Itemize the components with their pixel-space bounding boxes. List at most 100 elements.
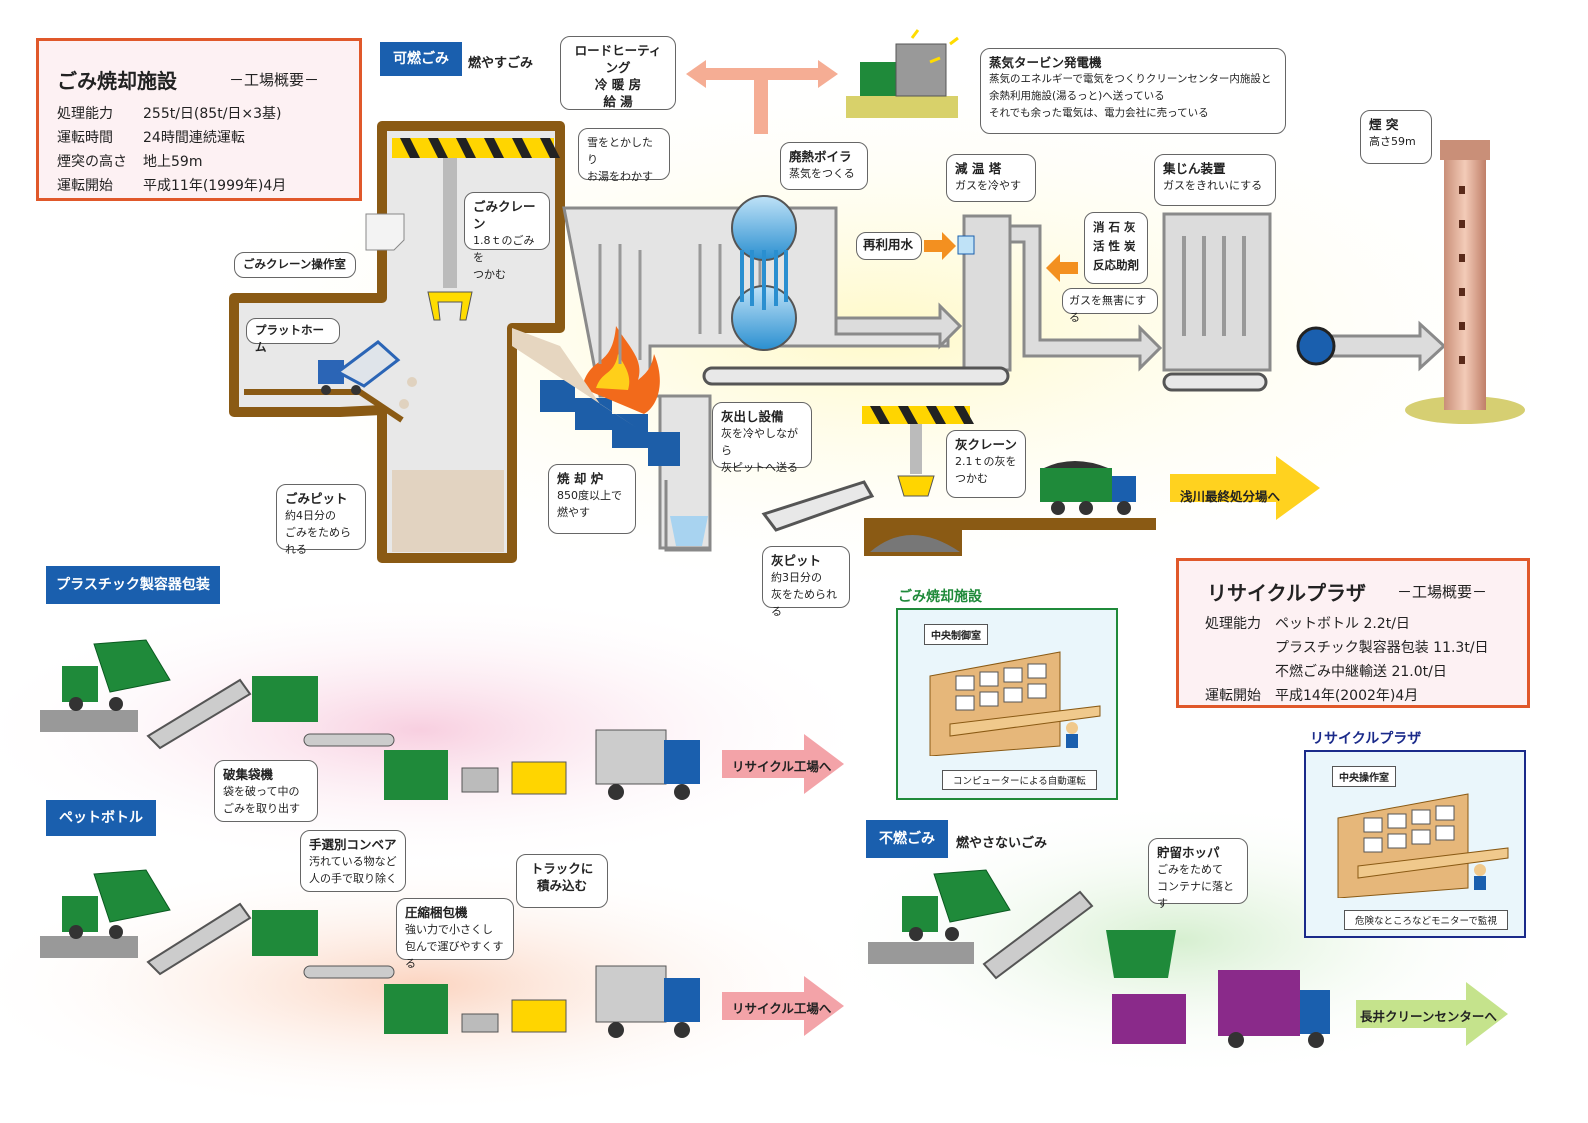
ash-pit-line: 約3日分の bbox=[771, 571, 822, 584]
road-heating-callout: ロードヒーティング 冷 暖 房 給 湯 bbox=[560, 36, 676, 110]
snow-line: 雪をとかしたり bbox=[587, 136, 653, 166]
recycle-info-box: リサイクルプラザ －工場概要－ 処理能力 ペットボトル 2.2t/日 プラスチッ… bbox=[1176, 558, 1530, 708]
lime-line: 反応助剤 bbox=[1093, 258, 1139, 272]
recycle-capacity-label: 処理能力 bbox=[1205, 616, 1261, 632]
road-heating-line: 冷 暖 房 bbox=[594, 77, 642, 92]
ash-crane-title: 灰クレーン bbox=[955, 437, 1017, 452]
pet-line bbox=[40, 869, 700, 1038]
burnable-badge: 可燃ごみ bbox=[380, 42, 462, 76]
recycle-label-2: リサイクル工場へ bbox=[732, 1001, 832, 1016]
hopper-callout: 貯留ホッパ ごみをためて コンテナに落とす bbox=[1148, 838, 1248, 910]
platform-callout: プラットホーム bbox=[246, 318, 340, 354]
grate-steps bbox=[540, 380, 680, 466]
compress-line: 強い力で小さくし bbox=[405, 923, 493, 936]
crane-line: 1.8ｔのごみを bbox=[473, 234, 535, 264]
turbine-line: 蒸気のエネルギーで電気をつくりクリーンセンター内施設と bbox=[989, 73, 1272, 85]
pit-title: ごみピット bbox=[285, 491, 348, 506]
control-recycle-room: 中央操作室 bbox=[1332, 766, 1396, 787]
ash-crane-line: 2.1ｔの灰を bbox=[955, 455, 1017, 468]
control-incin-title: ごみ焼却施設 bbox=[898, 589, 982, 605]
ash-out-line: 灰ピットへ送る bbox=[721, 461, 798, 474]
ash-crane-callout: 灰クレーン 2.1ｔの灰を つかむ bbox=[946, 430, 1026, 498]
crane-callout: ごみクレーン 1.8ｔのごみを つかむ bbox=[464, 192, 550, 281]
furnace-line: 850度以上で bbox=[557, 489, 622, 502]
recycle-title: リサイクルプラザ bbox=[1207, 581, 1366, 605]
furnace-line: 燃やす bbox=[557, 506, 590, 519]
chimney bbox=[1405, 140, 1525, 424]
garbage-crane bbox=[427, 158, 473, 321]
chimney-title: 煙 突 bbox=[1369, 117, 1399, 132]
manual-line: 人の手で取り除く bbox=[309, 872, 397, 885]
recycle-start-label: 運転開始 bbox=[1205, 688, 1261, 704]
lime-arrow bbox=[1046, 254, 1078, 282]
lime-callout: 消 石 灰 活 性 炭 反応助剤 bbox=[1084, 212, 1148, 284]
recycle-subtitle: －工場概要－ bbox=[1397, 583, 1488, 601]
ash-conveyors bbox=[702, 366, 1268, 532]
unburnable-line bbox=[868, 869, 1330, 1048]
control-incin-panel: 中央制御室 コンピューターによる自動運転 bbox=[896, 608, 1118, 800]
furnace-callout: 焼 却 炉 850度以上で 燃やす bbox=[548, 464, 636, 534]
operation-room-illustration bbox=[1337, 793, 1509, 898]
road-heating-line: ロードヒーティング bbox=[574, 43, 662, 75]
pit-callout: ごみピット 約4日分の ごみをためられる bbox=[276, 484, 366, 556]
cooling-line: ガスを冷やす bbox=[955, 179, 1021, 192]
control-incin-room: 中央制御室 bbox=[924, 624, 988, 645]
control-room-illustration bbox=[929, 651, 1101, 756]
recycle-arrow-2 bbox=[722, 976, 844, 1036]
control-recycle-caption: 危険なところなどモニターで監視 bbox=[1344, 910, 1508, 930]
ash-out-line: 灰を冷やしながら bbox=[721, 427, 798, 457]
info-row-label: 処理能力 bbox=[57, 106, 113, 122]
road-heating-line: 給 湯 bbox=[603, 94, 633, 109]
hopper-title: 貯留ホッパ bbox=[1157, 845, 1220, 860]
crane-line: つかむ bbox=[473, 268, 506, 281]
harmless-callout: ガスを無害にする bbox=[1062, 288, 1158, 324]
ash-crane bbox=[862, 406, 974, 497]
incineration-subtitle: －工場概要－ bbox=[229, 71, 320, 89]
dust-callout: 集じん装置 ガスをきれいにする bbox=[1154, 154, 1276, 206]
pet-badge: ペットボトル bbox=[46, 800, 156, 836]
turbine-callout: 蒸気タービン発電機 蒸気のエネルギーで電気をつくりクリーンセンター内施設と 余熱… bbox=[980, 48, 1286, 134]
hopper-line: ごみをためて bbox=[1157, 863, 1223, 876]
burnable-label: 燃やすごみ bbox=[468, 56, 534, 71]
nozzle bbox=[957, 235, 975, 255]
breaker-title: 破集袋機 bbox=[223, 767, 274, 782]
reuse-water-callout: 再利用水 bbox=[856, 232, 922, 260]
asakawa-label: 浅川最終処分場へ bbox=[1180, 489, 1281, 504]
lime-line: 消 石 灰 bbox=[1093, 220, 1136, 234]
ash-water bbox=[670, 516, 708, 546]
nagai-arrow bbox=[1356, 982, 1508, 1046]
reuse-water-arrow bbox=[924, 232, 956, 260]
info-row-label: 運転開始 bbox=[57, 178, 113, 194]
recycle-capacity-line: プラスチック製容器包装 11.3t/日 bbox=[1275, 640, 1489, 656]
incineration-title: ごみ焼却施設 bbox=[57, 69, 177, 93]
platform-truck bbox=[318, 340, 417, 409]
breaker-line: ごみを取り出す bbox=[223, 802, 300, 815]
ash-pit-title: 灰ピット bbox=[771, 553, 822, 568]
compress-callout: 圧縮梱包機 強い力で小さくし 包んで運びやすくする bbox=[396, 898, 514, 970]
control-incin-caption: コンピューターによる自動運転 bbox=[942, 770, 1097, 790]
breaker-line: 袋を破って中の bbox=[223, 785, 300, 798]
truck-load-callout: トラックに 積み込む bbox=[516, 854, 608, 908]
truck-load-line: トラックに bbox=[530, 861, 594, 876]
hazard-stripe bbox=[392, 138, 560, 158]
turbine-generator bbox=[846, 29, 959, 118]
cooling-title: 減 温 塔 bbox=[955, 161, 1002, 176]
ash-chute bbox=[664, 480, 712, 552]
boiler-title: 廃熱ボイラ bbox=[789, 149, 852, 164]
boiler-tubes bbox=[598, 244, 762, 364]
fan-icon bbox=[1296, 326, 1336, 366]
chimney-callout: 煙 突 高さ59m bbox=[1360, 110, 1432, 164]
turbine-line: 余熱利用施設(湯るっと)へ送っている bbox=[989, 90, 1165, 102]
ash-truck bbox=[1040, 461, 1136, 515]
truck-load-line: 積み込む bbox=[536, 878, 587, 893]
crane-room-title: ごみクレーン操作室 bbox=[243, 257, 346, 271]
info-row-value: 255t/日(85t/日×3基) bbox=[143, 106, 282, 122]
asakawa-arrow bbox=[1170, 456, 1320, 520]
compress-line: 包んで運びやすくする bbox=[405, 940, 504, 970]
hopper-line: コンテナに落とす bbox=[1157, 880, 1234, 910]
ash-crane-line: つかむ bbox=[955, 472, 988, 485]
turbine-line: それでも余った電気は、電力会社に売っている bbox=[989, 107, 1209, 119]
dust-line: ガスをきれいにする bbox=[1163, 179, 1263, 192]
breaker-callout: 破集袋機 袋を破って中の ごみを取り出す bbox=[214, 760, 318, 822]
boiler-line: 蒸気をつくる bbox=[789, 167, 855, 180]
